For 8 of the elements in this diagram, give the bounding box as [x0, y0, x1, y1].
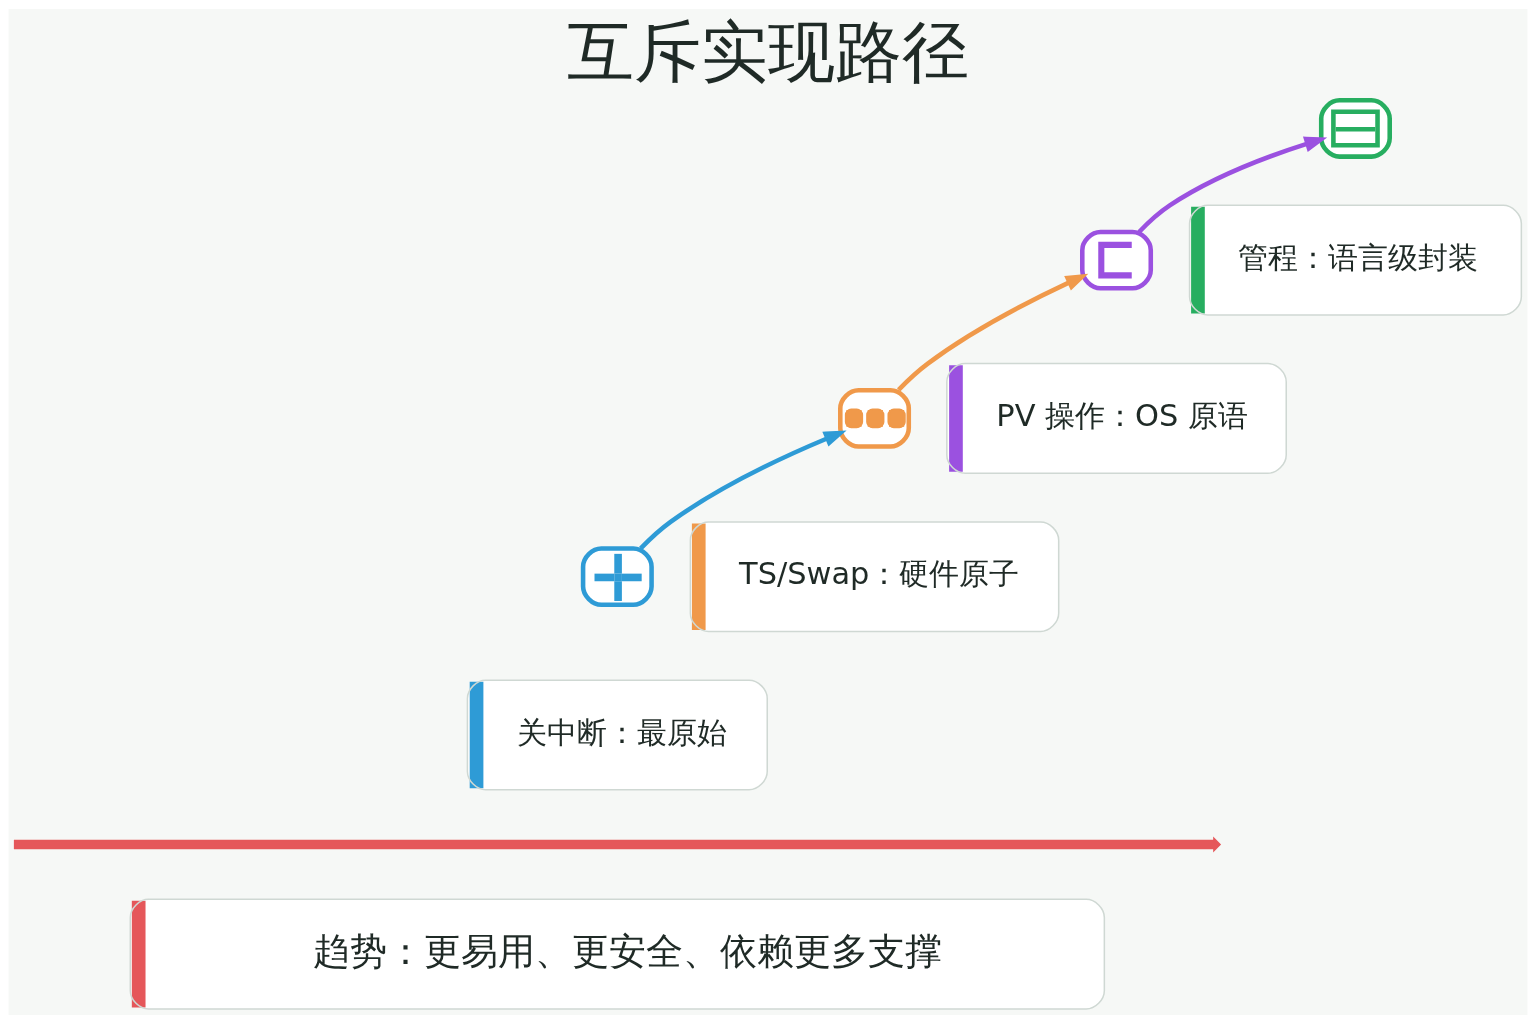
arrow: [897, 273, 1089, 392]
diagram-title: 互斥实现路径: [567, 12, 969, 91]
node-box: [838, 387, 912, 449]
arrow: [639, 430, 847, 551]
node-box: [1318, 98, 1392, 159]
arrow: [1137, 136, 1328, 234]
node-box: [580, 546, 654, 608]
node-box: [1080, 229, 1154, 291]
